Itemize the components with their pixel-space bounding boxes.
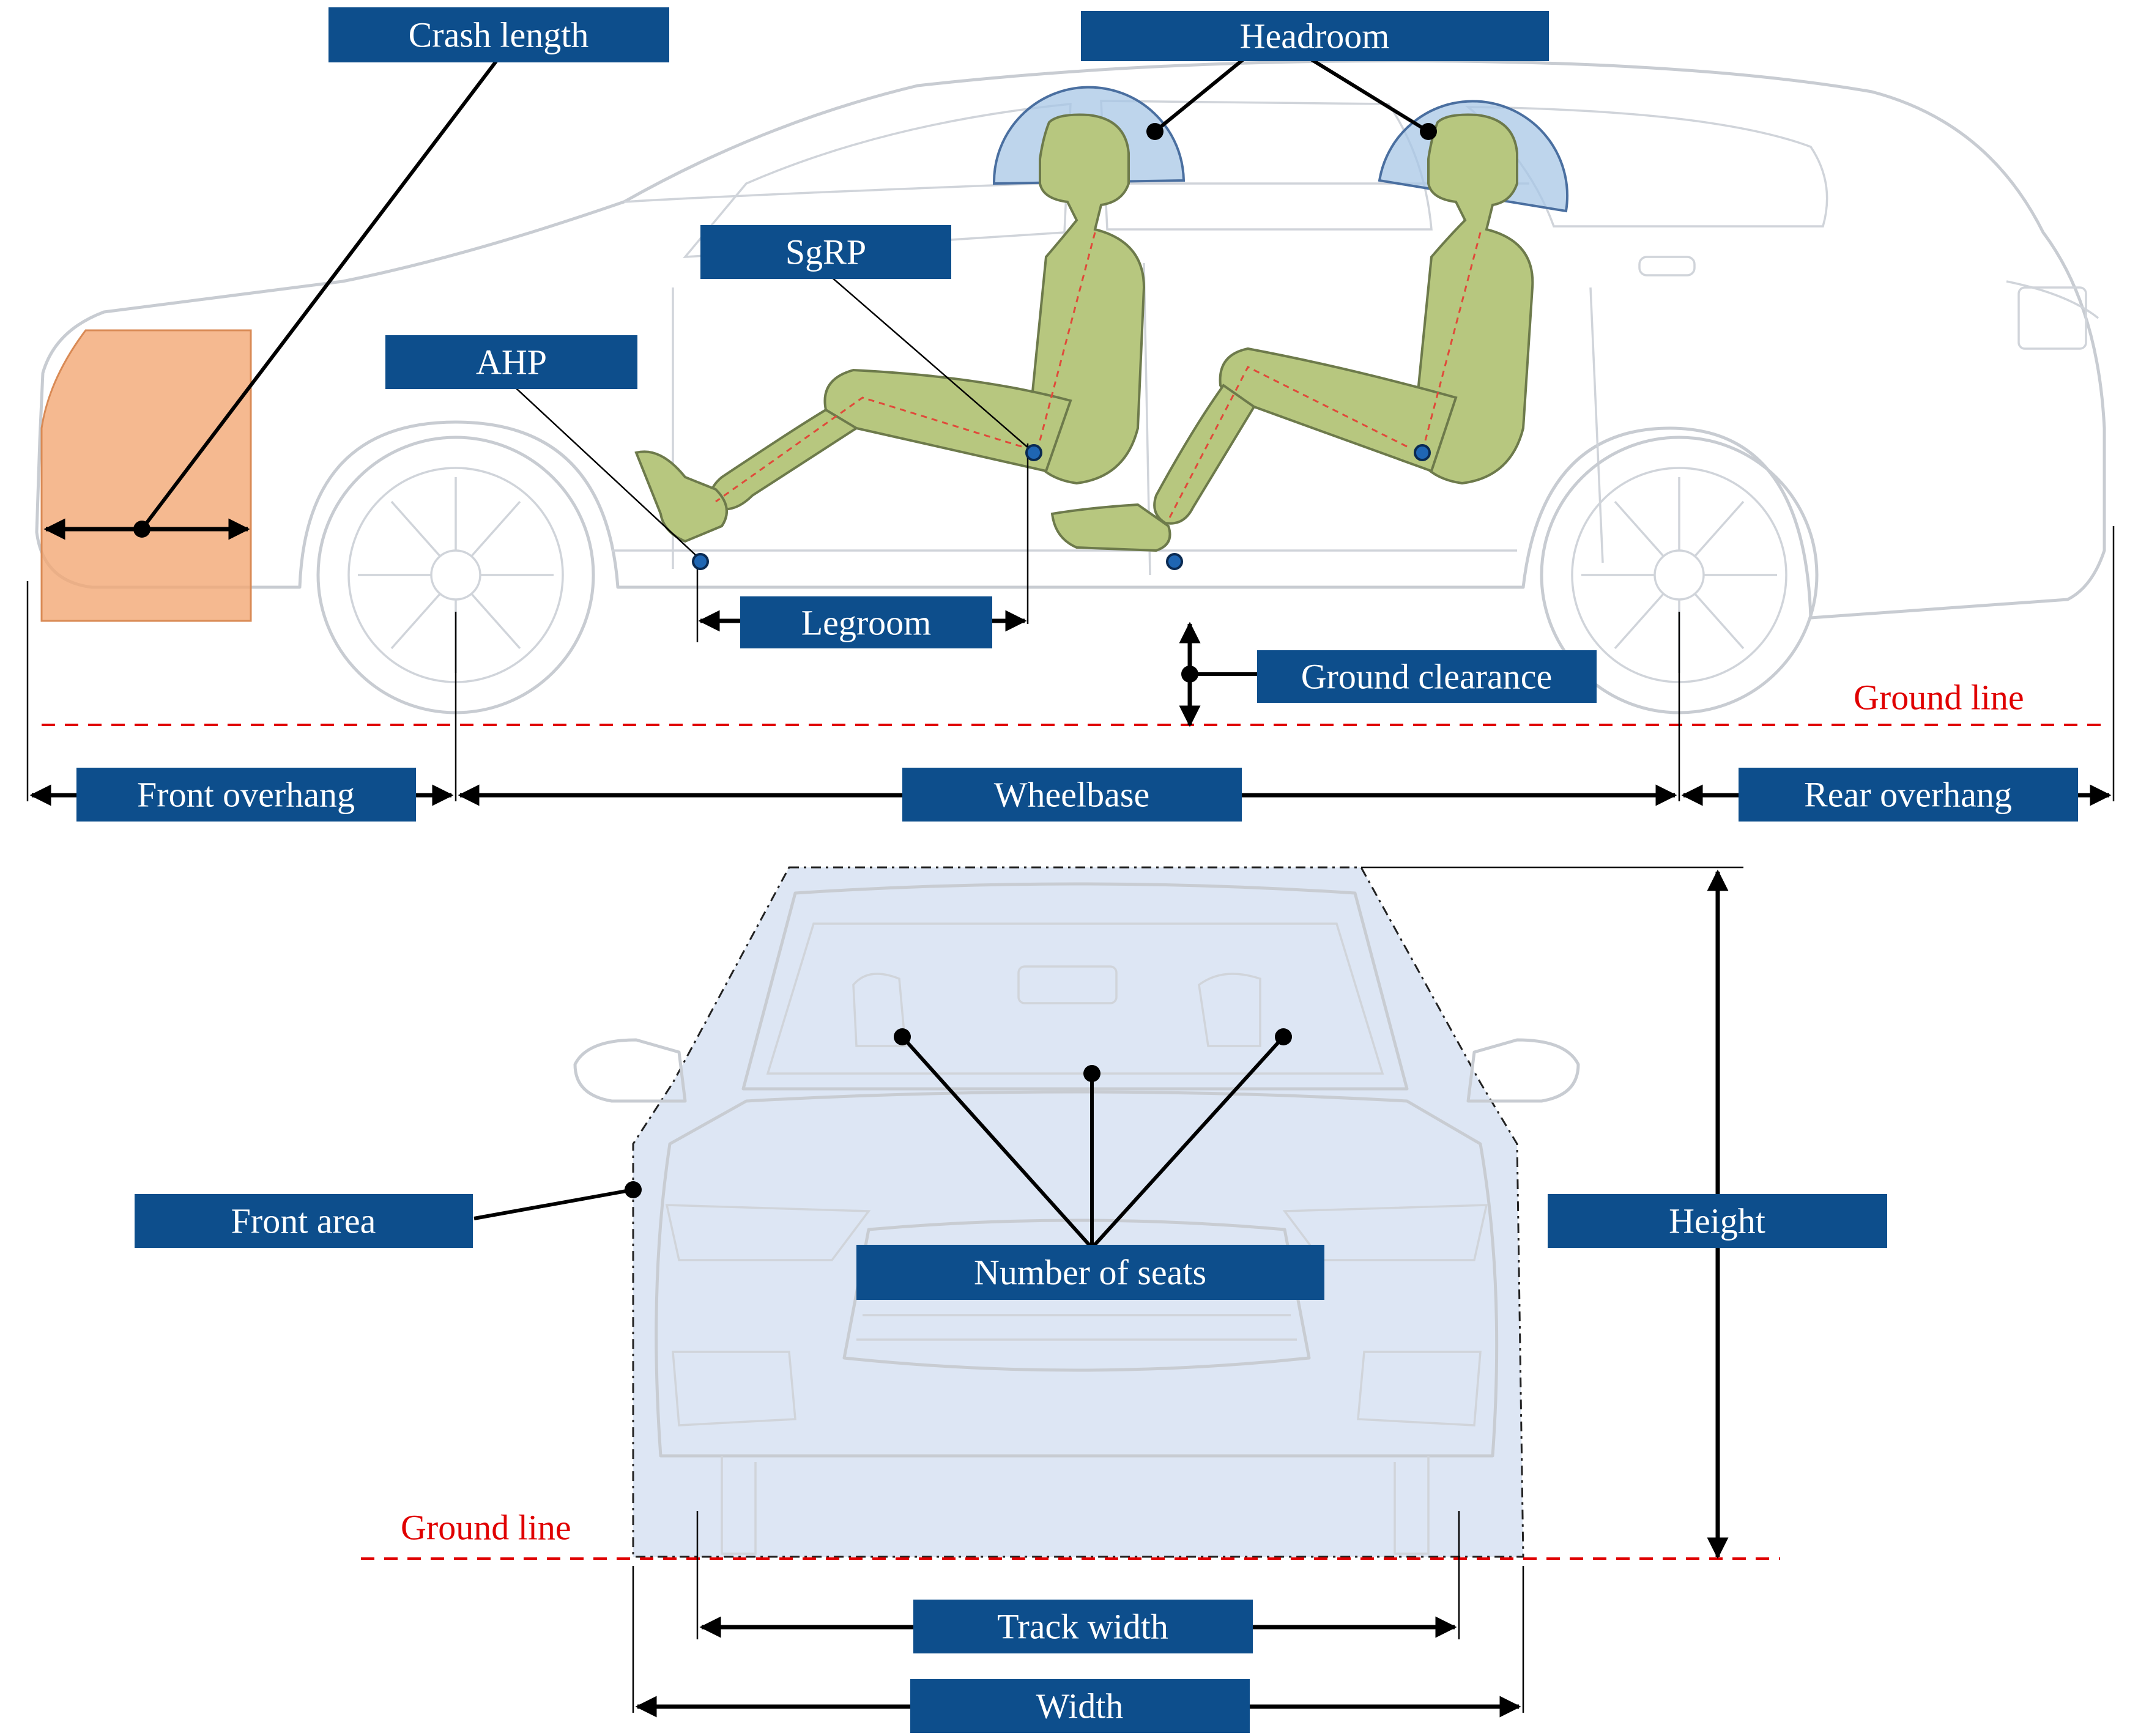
label-text: Front area (231, 1201, 376, 1241)
front-area-outline (632, 866, 1524, 1558)
label-legroom: Legroom (740, 596, 992, 648)
label-ground-line-side: Ground line (1854, 678, 2024, 718)
label-ground-clearance: Ground clearance (1257, 650, 1597, 703)
label-headroom: Headroom (1081, 11, 1549, 61)
label-ground-line-front: Ground line (401, 1508, 571, 1548)
label-text: Front overhang (137, 775, 355, 815)
label-front-area: Front area (135, 1194, 473, 1248)
label-height: Height (1548, 1194, 1887, 1248)
leader-lines (140, 56, 1430, 1250)
side-view (26, 59, 2115, 801)
label-rear-overhang: Rear overhang (1739, 768, 2078, 822)
label-text: AHP (476, 343, 547, 382)
crash-zone (40, 329, 252, 622)
measurement-points (133, 123, 1437, 1198)
label-text: Number of seats (974, 1253, 1206, 1293)
label-crash-length: Crash length (328, 7, 669, 62)
front-sgrp-point (1025, 444, 1042, 461)
label-text: Ground clearance (1301, 657, 1553, 697)
label-text: Width (1036, 1686, 1124, 1726)
label-text: SgRP (785, 232, 866, 272)
label-text: Wheelbase (994, 775, 1149, 815)
rear-sgrp-point (1414, 444, 1431, 461)
label-text: Rear overhang (1804, 775, 2012, 815)
front-occupant (634, 86, 1186, 543)
label-number-of-seats: Number of seats (856, 1245, 1324, 1300)
label-text: Track width (997, 1607, 1168, 1647)
label-wheelbase: Wheelbase (902, 768, 1242, 822)
label-text: Crash length (409, 15, 589, 55)
label-width: Width (910, 1679, 1250, 1733)
label-track-width: Track width (913, 1600, 1253, 1653)
front-view (361, 866, 1780, 1713)
label-ahp: AHP (385, 335, 637, 389)
side-car-outline (35, 59, 2106, 620)
label-front-overhang: Front overhang (76, 768, 416, 822)
label-sgrp: SgRP (700, 225, 951, 279)
rear-ahp-point (1166, 553, 1183, 570)
label-text: Headroom (1240, 17, 1390, 56)
front-ahp-point (692, 553, 709, 570)
label-text: Legroom (801, 603, 932, 643)
label-text: Height (1669, 1201, 1765, 1241)
